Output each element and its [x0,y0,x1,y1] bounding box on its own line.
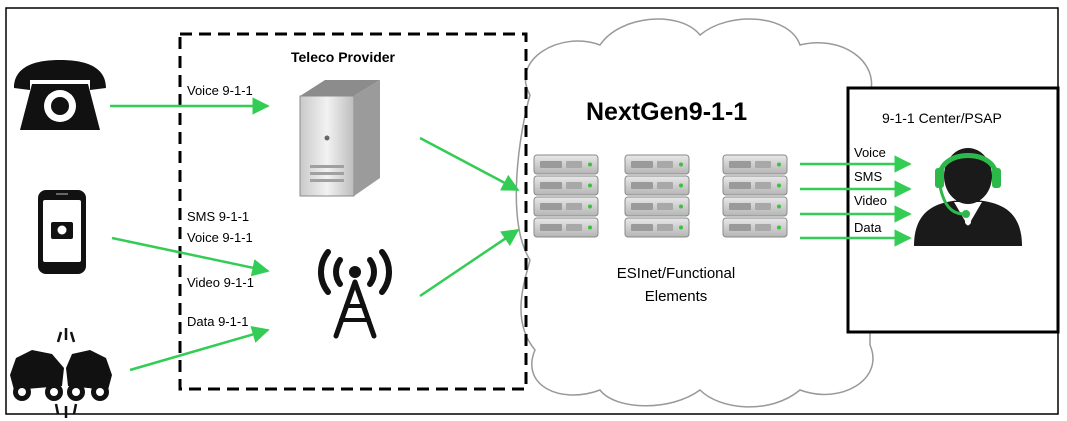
esinet-label-line1: ESInet/Functional [617,265,735,282]
arrow-server-to-esinet [419,136,520,192]
video-911-label: Video 9-1-1 [187,275,254,290]
car-crash-icon [10,328,112,418]
psap-channel-video: Video [854,193,887,208]
psap-title: 9-1-1 Center/PSAP [882,110,1002,126]
mobile-phone-icon [38,190,86,274]
nextgen-title: NextGen9-1-1 [586,98,747,126]
psap-channel-voice: Voice [854,145,886,160]
arrow-tower-to-esinet [419,228,520,298]
teleco-provider-title: Teleco Provider [291,49,396,65]
voice-911-label: Voice 9-1-1 [187,83,253,98]
telephone-icon [14,60,106,130]
voice-911-mobile-label: Voice 9-1-1 [187,230,253,245]
teleco-server-icon [299,80,380,197]
esinet-label-line2: Elements [645,288,708,305]
arrow-mobile-to-tower [111,236,270,277]
arrow-crash-to-tower [129,325,270,372]
teleco-provider-box [178,32,528,391]
data-911-label: Data 9-1-1 [187,314,248,329]
cell-tower-icon [317,249,393,339]
operator-headset-icon [914,148,1022,246]
sms-911-label: SMS 9-1-1 [187,209,249,224]
psap-channel-sms: SMS [854,169,883,184]
psap-channel-data: Data [854,220,882,235]
esinet-cloud [515,18,874,408]
